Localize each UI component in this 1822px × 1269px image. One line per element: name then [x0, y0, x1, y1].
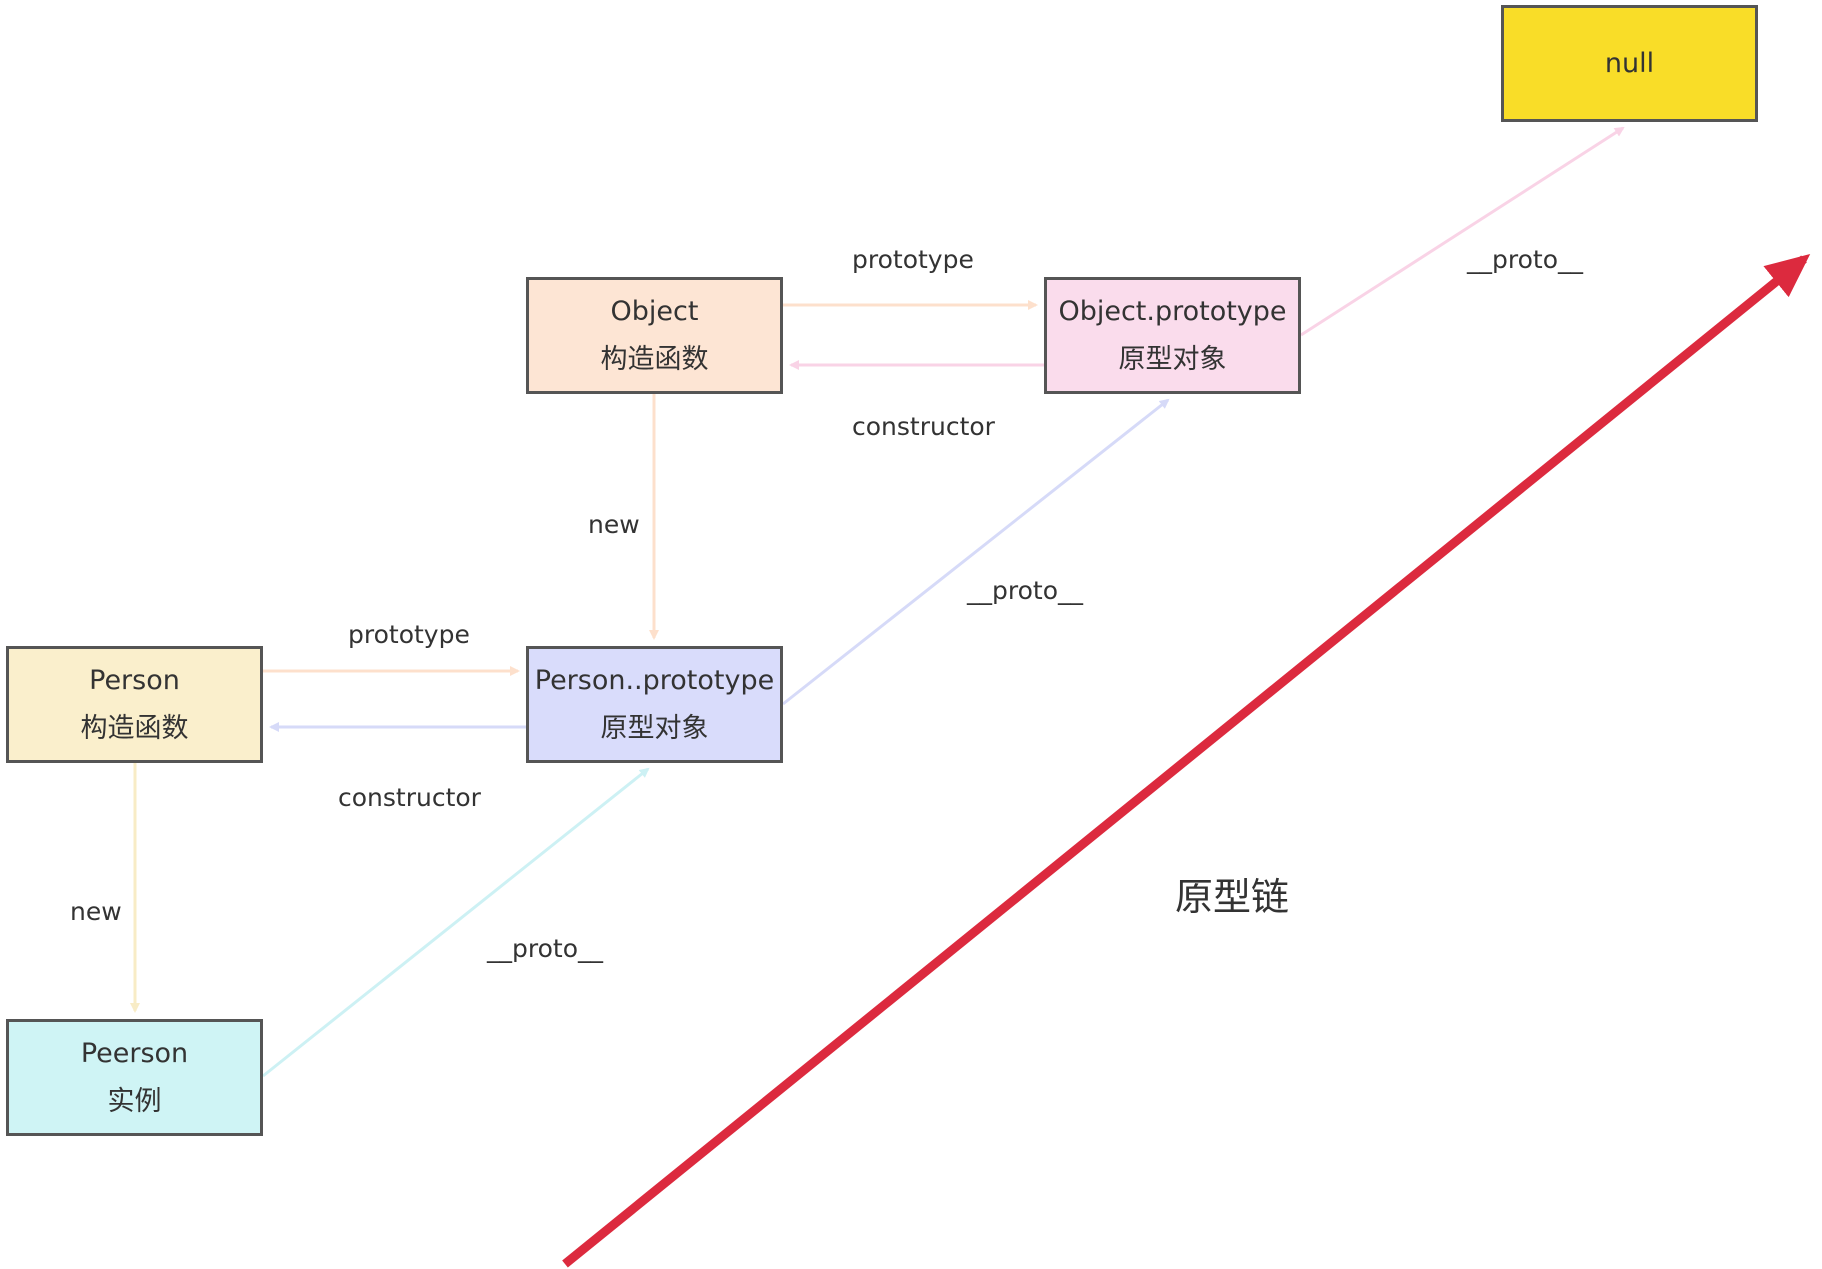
- object-proto-to-null-edge-label: __proto__: [1467, 245, 1583, 274]
- instance-name: Peerson: [80, 1037, 189, 1069]
- null-node-name: null: [1604, 47, 1655, 79]
- null-node: null: [1501, 5, 1758, 122]
- person-new-edge-label: new: [70, 897, 122, 926]
- edge-person-proto-to-object-proto-arrow: [782, 398, 1170, 706]
- person-proto-to-object-proto-edge-label: __proto__: [967, 576, 1083, 605]
- person-prototype-edge-label: prototype: [348, 620, 470, 649]
- person-prototype-node: Person..prototype 原型对象: [526, 646, 783, 763]
- person-constructor-desc: 构造函数: [80, 712, 189, 744]
- person-constructor-node: Person 构造函数: [6, 646, 263, 763]
- edge-instance-to-person-proto-arrow: [262, 767, 650, 1078]
- instance-desc: 实例: [107, 1085, 162, 1117]
- edge-object-proto-to-null-arrow: [1300, 126, 1625, 337]
- person-constructor-name: Person: [89, 664, 180, 696]
- instance-to-person-proto-edge-label: __proto__: [487, 934, 603, 963]
- object-prototype-edge-label: prototype: [852, 245, 974, 274]
- object-constructor-edge-label: constructor: [852, 412, 995, 441]
- person-constructor-edge-label: constructor: [338, 783, 481, 812]
- object-constructor-desc: 构造函数: [600, 343, 709, 375]
- person-prototype-name: Person..prototype: [534, 664, 775, 696]
- prototype-chain-arrow: [562, 253, 1811, 1268]
- instance-node: Peerson 实例: [6, 1019, 263, 1136]
- object-constructor-node: Object 构造函数: [526, 277, 783, 394]
- object-prototype-name: Object.prototype: [1058, 295, 1287, 327]
- object-new-edge-label: new: [588, 510, 640, 539]
- object-prototype-desc: 原型对象: [1118, 343, 1227, 375]
- person-prototype-desc: 原型对象: [600, 712, 709, 744]
- prototype-chain-label: 原型链: [1175, 875, 1290, 919]
- object-constructor-name: Object: [610, 295, 699, 327]
- object-prototype-node: Object.prototype 原型对象: [1044, 277, 1301, 394]
